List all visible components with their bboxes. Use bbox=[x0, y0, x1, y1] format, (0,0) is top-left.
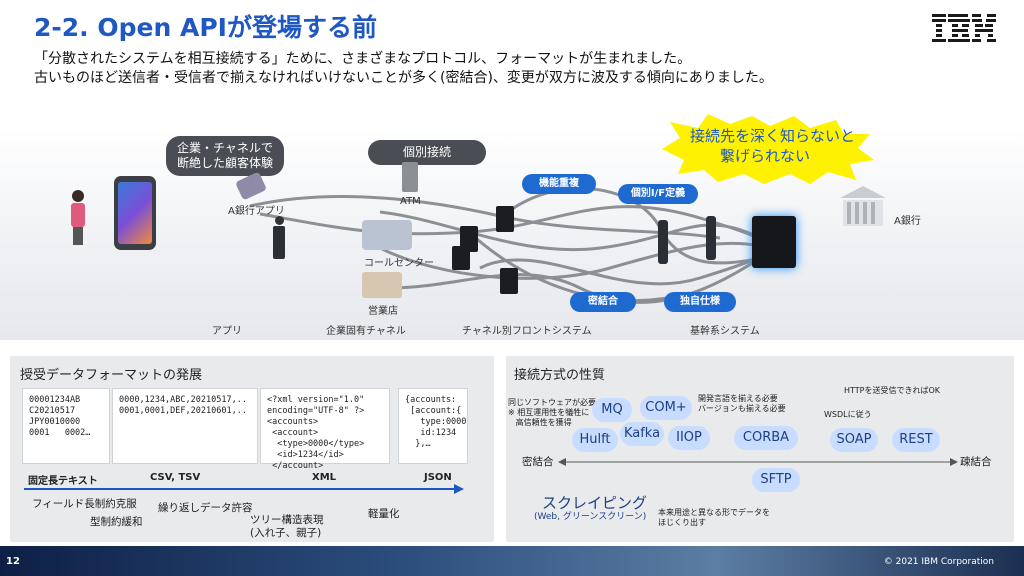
layer-label-channel: 企業固有チャネル bbox=[326, 326, 406, 337]
note-tree: ツリー構造表現 (入れ子、親子) bbox=[250, 514, 324, 539]
bubble-corba: CORBA bbox=[734, 426, 798, 450]
server-icon bbox=[496, 206, 514, 232]
subtitle-line1: 「分散されたシステムを相互接続する」ために、さまざまなプロトコル、フォーマットが… bbox=[34, 51, 692, 67]
individual-connection-pill: 個別接続 bbox=[368, 140, 486, 165]
connection-method-panel: 接続方式の性質 同じソフトウェアが必要 ※ 相互運用性を犠牲に 高信頼性を獲得 … bbox=[506, 356, 1014, 542]
tag-function-duplication: 機能重複 bbox=[522, 174, 596, 194]
layer-label-app: アプリ bbox=[212, 326, 242, 337]
doc-fixed-length: 00001234AB C20210517 JPY0010000 0001 000… bbox=[22, 388, 110, 464]
server-icon bbox=[500, 268, 518, 294]
branch-icon bbox=[362, 272, 402, 298]
person-icon bbox=[70, 190, 86, 248]
note-com: 開発言語を揃える必要 バージョンも揃える必要 bbox=[698, 394, 786, 413]
smartphone-icon bbox=[114, 176, 156, 250]
callcenter-icon bbox=[362, 220, 412, 250]
app-label: A銀行アプリ bbox=[228, 206, 285, 217]
format-fixed: 固定長テキスト bbox=[28, 476, 98, 487]
footer-bar bbox=[0, 546, 1024, 576]
doc-csv: 0000,1234,ABC,20210517,.. 0001,0001,DEF,… bbox=[112, 388, 258, 464]
coupling-axis-arrow bbox=[558, 458, 958, 466]
scraping-sub: (Web, グリーンスクリーン) bbox=[534, 512, 647, 522]
doc-json: {accounts: [account:{ type:0000 id:1234 … bbox=[398, 388, 468, 464]
format-json: JSON bbox=[424, 472, 452, 483]
note-light: 軽量化 bbox=[368, 508, 400, 520]
layer-label-core: 基幹系システム bbox=[690, 326, 760, 337]
tag-individual-if: 個別I/F定義 bbox=[618, 184, 698, 204]
copyright: © 2021 IBM Corporation bbox=[883, 557, 994, 567]
layer-label-front: チャネル別フロントシステム bbox=[462, 326, 592, 337]
evolution-arrow bbox=[24, 484, 464, 494]
bubble-com: COM+ bbox=[640, 396, 692, 420]
note-field-length: フィールド長制約克服 bbox=[32, 498, 137, 510]
server-icon bbox=[460, 226, 478, 252]
mainframe-icon bbox=[752, 216, 796, 268]
bubble-iiop: IIOP bbox=[668, 426, 710, 450]
warning-burst-icon bbox=[662, 114, 874, 184]
architecture-illustration: 企業・チャネルで 断絶した顧客体験 個別接続 接続先を深く知らないと 繋げられな… bbox=[0, 114, 1024, 340]
scraping-note: 本来用途と異なる形でデータを ほじくり出す bbox=[658, 508, 770, 527]
engineer-icon bbox=[706, 216, 716, 260]
branch-label: 営業店 bbox=[368, 306, 398, 317]
note-mq: 同じソフトウェアが必要 ※ 相互運用性を犠牲に 高信頼性を獲得 bbox=[508, 398, 596, 427]
burst-text: 接続先を深く知らないと 繋げられない bbox=[690, 127, 856, 165]
data-format-panel: 授受データフォーマットの発展 00001234AB C20210517 JPY0… bbox=[10, 356, 494, 542]
businessperson-icon bbox=[272, 216, 286, 260]
note-repeat: 繰り返しデータ許容 bbox=[158, 502, 253, 514]
bubble-sftp: SFTP bbox=[752, 468, 800, 492]
axis-tight: 密結合 bbox=[522, 456, 554, 468]
doc-xml: <?xml version="1.0" encoding="UTF-8" ?> … bbox=[260, 388, 390, 471]
subtitle-line2: 古いものほど送信者・受信者で揃えなければいけないことが多く(密結合)、変更が双方… bbox=[34, 70, 773, 86]
ibm-logo bbox=[932, 14, 996, 42]
bubble-kafka: Kafka bbox=[620, 422, 664, 446]
atm-label: ATM bbox=[400, 196, 421, 207]
bubble-soap: SOAP bbox=[830, 428, 878, 452]
panel-title: 接続方式の性質 bbox=[514, 368, 606, 383]
note-http: HTTPを送受信できればOK bbox=[844, 386, 941, 395]
tag-tight-coupling: 密結合 bbox=[570, 292, 636, 312]
bubble-hulft: Hulft bbox=[572, 428, 618, 452]
callcenter-label: コールセンター bbox=[364, 258, 434, 269]
scraping-label: スクレイピング bbox=[542, 494, 648, 512]
note-type: 型制約緩和 bbox=[90, 516, 143, 528]
panel-title: 授受データフォーマットの発展 bbox=[20, 368, 203, 383]
tag-proprietary: 独自仕様 bbox=[664, 292, 736, 312]
bank-label: A銀行 bbox=[894, 216, 921, 227]
format-csv: CSV, TSV bbox=[150, 472, 201, 483]
note-wsdl: WSDLに従う bbox=[824, 410, 872, 419]
page-number: 12 bbox=[6, 556, 20, 567]
engineer-icon bbox=[658, 220, 668, 264]
page-title: 2-2. Open APIが登場する前 bbox=[34, 13, 377, 42]
server-icon bbox=[452, 246, 470, 270]
customer-experience-pill: 企業・チャネルで 断絶した顧客体験 bbox=[166, 136, 284, 176]
bubble-rest: REST bbox=[892, 428, 940, 452]
format-xml: XML bbox=[312, 472, 337, 483]
bank-building-icon bbox=[840, 186, 886, 230]
axis-loose: 疎結合 bbox=[960, 456, 992, 468]
atm-icon bbox=[402, 162, 418, 192]
bubble-mq: MQ bbox=[592, 398, 632, 422]
